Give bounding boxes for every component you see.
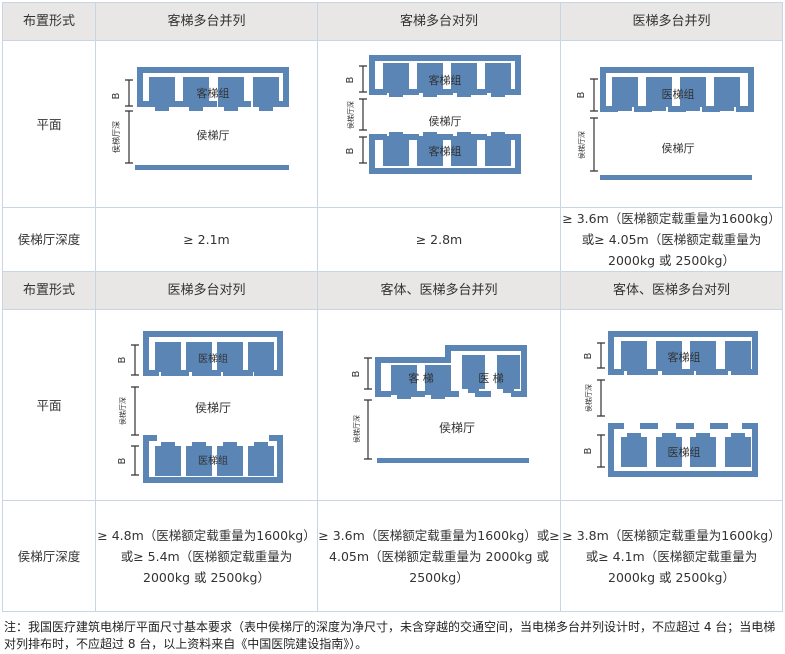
- dim-b-label: B: [345, 76, 356, 83]
- depth-label: 侯梯厅深度: [2, 500, 96, 612]
- dim-b-label-bottom: B: [583, 447, 594, 454]
- elevator-lobby-spec-table: 布置形式 客梯多台并列 客梯多台对列 医梯多台并列 平面 客梯组 侯梯厅: [2, 2, 783, 612]
- plan-label: 平面: [2, 309, 96, 501]
- depth-value-3: ≥ 3.8m（医梯额定载重量为1600kg）或≥ 4.1m（医梯额定载重量为 2…: [560, 500, 783, 612]
- depth-row-1: 侯梯厅深度 ≥ 2.1m ≥ 2.8m ≥ 3.6m（医梯额定载重量为1600k…: [2, 207, 783, 272]
- header-label: 布置形式: [2, 271, 96, 310]
- header-row-2: 布置形式 医梯多台对列 客体、医梯多台并列 客体、医梯多台对列: [2, 271, 783, 310]
- plan-label: 平面: [2, 40, 96, 208]
- dim-depth-label: 侯梯厅深: [352, 415, 361, 443]
- dim-b-label: B: [111, 92, 122, 99]
- group-label-bottom: 客梯组: [429, 144, 462, 158]
- dim-b-label: B: [583, 352, 594, 359]
- lobby-label: 侯梯厅: [196, 128, 229, 142]
- diagram-medical-parallel: 医梯组 侯梯厅 B 侯梯厅深: [576, 67, 754, 180]
- group-label-right: 医 梯: [478, 372, 504, 385]
- header-col-2: 客体、医梯多台并列: [317, 271, 561, 310]
- dim-b-label: B: [351, 370, 362, 377]
- group-label-left: 客 梯: [408, 371, 434, 385]
- group-label-bottom: 医梯组: [667, 445, 700, 459]
- plan-row-1: 平面 客梯组 侯梯厅 B 侯梯厅深: [2, 40, 783, 208]
- header-col-3: 医梯多台并列: [560, 2, 783, 41]
- header-col-3: 客体、医梯多台对列: [560, 271, 783, 310]
- dim-depth-label: 侯梯厅深: [346, 101, 355, 129]
- group-label-top: 客梯组: [429, 73, 462, 87]
- diagram-cell-4: 医梯组 侯梯厅 医梯组 B 侯梯厅深 B: [95, 309, 318, 501]
- diagram-passenger-parallel: 客梯组 侯梯厅 B 侯梯厅深: [111, 67, 289, 170]
- diagram-mixed-parallel: 客 梯 医 梯 侯梯厅 B 侯梯厅深: [351, 345, 529, 463]
- depth-value-3: ≥ 3.6m（医梯额定载重量为1600kg）或≥ 4.05m（医梯额定载重量为 …: [560, 207, 783, 272]
- group-label-top: 医梯组: [198, 352, 228, 365]
- diagram-cell-6: 客梯组 医梯组 B 侯梯厅深 B: [560, 309, 783, 501]
- dim-b-label: B: [576, 91, 587, 98]
- diagram-mixed-facing: 客梯组 医梯组 B 侯梯厅深 B: [583, 331, 758, 477]
- diagram-passenger-facing: 客梯组 侯梯厅 客梯组 B 侯梯厅深 B: [345, 55, 521, 174]
- depth-value-2: ≥ 2.8m: [317, 207, 561, 272]
- diagram-cell-1: 客梯组 侯梯厅 B 侯梯厅深: [95, 40, 318, 208]
- header-col-2: 客梯多台对列: [317, 2, 561, 41]
- group-label-bottom: 医梯组: [198, 454, 228, 467]
- dim-b-label-bottom: B: [345, 147, 356, 154]
- group-label-top: 客梯组: [667, 350, 700, 364]
- depth-row-2: 侯梯厅深度 ≥ 4.8m（医梯额定载重量为1600kg）或≥ 5.4m（医梯额定…: [2, 500, 783, 612]
- dim-depth-label: 侯梯厅深: [584, 384, 593, 412]
- dim-depth-label: 侯梯厅深: [111, 121, 121, 153]
- diagram-cell-3: 医梯组 侯梯厅 B 侯梯厅深: [560, 40, 783, 208]
- depth-value-2: ≥ 3.6m（医梯额定载重量为1600kg）或≥ 4.05m（医梯额定载重量为 …: [317, 500, 561, 612]
- lobby-label: 侯梯厅: [194, 401, 230, 415]
- dim-depth-label: 侯梯厅深: [577, 131, 586, 159]
- plan-row-2: 平面 医梯组 侯梯厅 医梯组: [2, 309, 783, 501]
- dim-b-label-bottom: B: [117, 457, 128, 464]
- footnote: 注：我国医疗建筑电梯厅平面尺寸基本要求（表中侯梯厅的深度为净尺寸，未含穿越的交通…: [4, 620, 776, 651]
- dim-depth-label: 侯梯厅深: [118, 397, 127, 425]
- header-label: 布置形式: [2, 2, 96, 41]
- header-col-1: 医梯多台对列: [95, 271, 318, 310]
- header-row-1: 布置形式 客梯多台并列 客梯多台对列 医梯多台并列: [2, 2, 783, 41]
- dim-b-label: B: [117, 356, 128, 363]
- diagram-medical-facing: 医梯组 侯梯厅 医梯组 B 侯梯厅深 B: [117, 331, 283, 483]
- group-label: 医梯组: [661, 87, 694, 101]
- depth-value-1: ≥ 2.1m: [95, 207, 318, 272]
- diagram-cell-5: 客 梯 医 梯 侯梯厅 B 侯梯厅深: [317, 309, 561, 501]
- header-col-1: 客梯多台并列: [95, 2, 318, 41]
- lobby-label: 侯梯厅: [439, 421, 475, 435]
- depth-value-1: ≥ 4.8m（医梯额定载重量为1600kg）或≥ 5.4m（医梯额定载重量为 2…: [95, 500, 318, 612]
- group-label: 客梯组: [196, 86, 229, 100]
- depth-label: 侯梯厅深度: [2, 207, 96, 272]
- lobby-label: 侯梯厅: [429, 114, 462, 128]
- diagram-cell-2: 客梯组 侯梯厅 客梯组 B 侯梯厅深 B: [317, 40, 561, 208]
- lobby-label: 侯梯厅: [661, 141, 694, 155]
